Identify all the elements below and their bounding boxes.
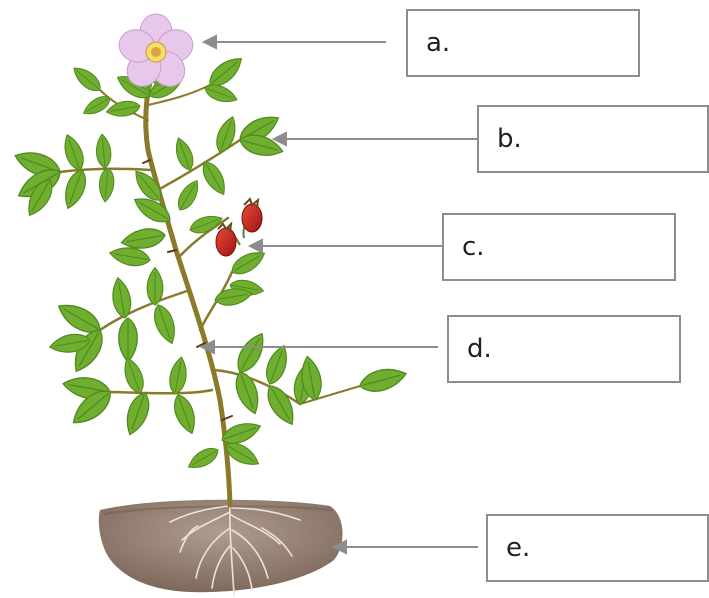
label-box-c[interactable]: c. (442, 213, 676, 281)
label-b-text: b. (497, 124, 522, 154)
arrow-e (331, 539, 478, 555)
label-box-b[interactable]: b. (477, 105, 709, 173)
label-a-text: a. (426, 28, 451, 58)
label-e-text: e. (506, 533, 531, 563)
rose-hips (215, 197, 263, 257)
label-box-a[interactable]: a. (406, 9, 640, 77)
arrow-d (199, 339, 438, 355)
arrow-a (201, 34, 386, 50)
arrow-b (271, 131, 478, 147)
label-box-e[interactable]: e. (486, 514, 709, 582)
label-d-text: d. (467, 334, 492, 364)
label-box-d[interactable]: d. (447, 315, 681, 383)
roots (169, 499, 301, 596)
label-c-text: c. (462, 232, 485, 262)
flower (118, 13, 194, 87)
arrow-c (247, 238, 442, 254)
